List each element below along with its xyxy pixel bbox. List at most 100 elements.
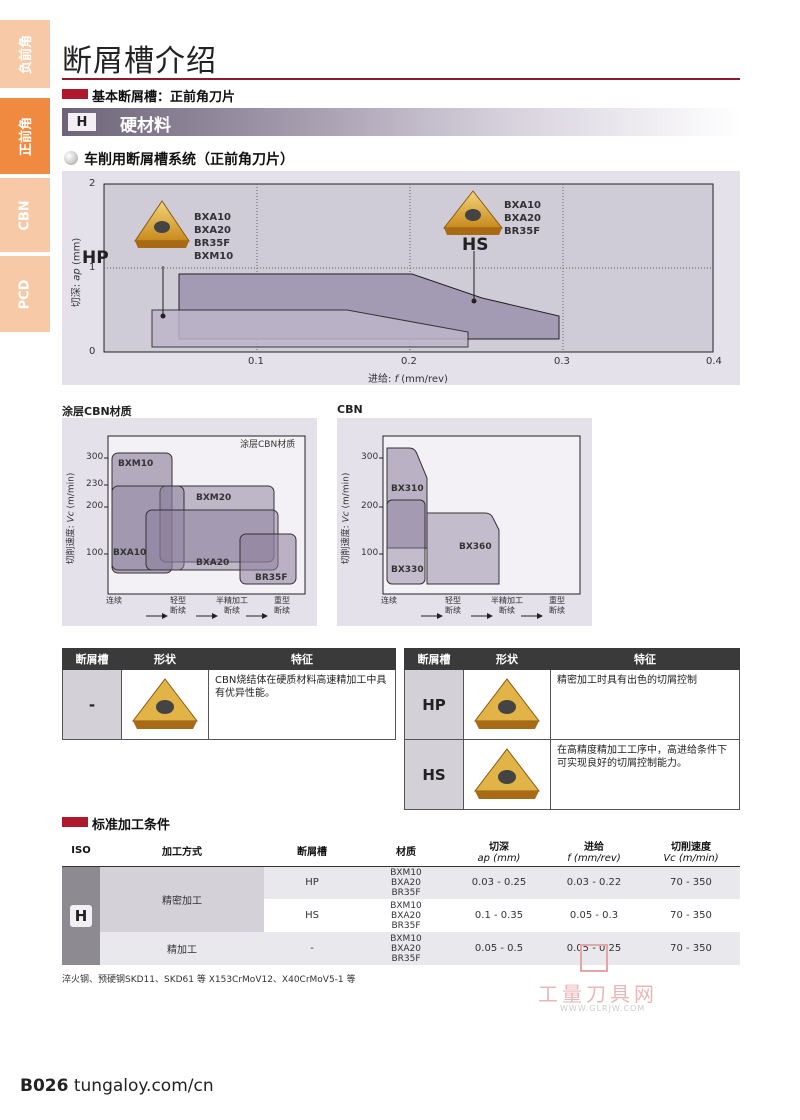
hs-grade-list: BXA10 BXA20 BR35F — [504, 199, 541, 238]
axis-label-unit: (mm) — [71, 237, 83, 269]
section-title: 基本断屑槽：正前角刀片 — [92, 90, 236, 105]
side-tab-pcd[interactable]: PCD — [0, 256, 50, 332]
axis-label-unit: (m/min) — [341, 472, 352, 512]
col-header: 特征 — [550, 648, 740, 670]
x-category-label: 连续 — [106, 596, 122, 605]
iso-cell: H — [62, 866, 100, 965]
x-tick-label: 0.2 — [401, 356, 417, 367]
chart-subtitle: 车削用断屑槽系统（正前角刀片） — [84, 152, 294, 168]
groove-feature-table-left: 断屑槽 形状 特征 - CBN烧结体在硬质材料高速精加工中具有优异性能。 — [62, 648, 396, 740]
col-header: 断屑槽 — [62, 648, 122, 670]
side-tab-positive[interactable]: 正前角 — [0, 98, 50, 174]
y-axis-label: 切削速度: Vc (m/min) — [64, 449, 77, 589]
chart-legend: 涂层CBN材质 — [240, 440, 296, 450]
grade-label: BXA20 — [504, 213, 541, 224]
x-category-label: 半精加工 断续 — [491, 596, 523, 615]
col-header: 材质 — [396, 847, 416, 859]
y-tick-label: 230 — [86, 479, 104, 489]
hp-grade-list: BXA10 BXA20 BR35F BXM10 — [194, 211, 233, 263]
y-tick-label: 100 — [361, 548, 379, 558]
x-axis-label: 进给: f (mm/rev) — [368, 370, 448, 385]
header-text: 切深 — [489, 841, 509, 853]
bx360-region — [426, 512, 500, 585]
side-tab-cbn[interactable]: CBN — [0, 178, 50, 252]
depth-cell: 0.1 - 0.35 — [474, 910, 524, 921]
grade-label: BXM20 — [196, 493, 232, 503]
axis-label-var: f — [394, 374, 399, 385]
col-header: 加工方式 — [162, 847, 202, 859]
br35f-region — [239, 533, 297, 585]
hs-label: HS — [462, 235, 489, 255]
header-unit: ap (mm) — [477, 852, 521, 864]
groove-cell: - — [62, 669, 122, 740]
side-tab-label: 正前角 — [19, 116, 35, 156]
page-title: 断屑槽介绍 — [62, 44, 217, 79]
axis-label-text: 切深: — [71, 280, 83, 308]
header-text: 进给 — [584, 841, 604, 853]
col-header: 断屑槽 — [404, 648, 464, 670]
y-tick-label: 300 — [361, 452, 379, 462]
header-unit: Vc (m/min) — [663, 852, 719, 864]
grade-label: BXA20 — [196, 558, 230, 568]
axis-label-var: Vc — [66, 511, 77, 523]
grade-label: BXA20 — [194, 225, 231, 236]
groove-cell: - — [310, 943, 314, 954]
insert-icon — [131, 678, 199, 729]
insert-shape-cell — [463, 669, 551, 740]
y-tick-label: 0 — [89, 346, 96, 357]
axis-label-text: 进给: — [368, 374, 395, 385]
col-header: 特征 — [208, 648, 396, 670]
y-tick-label: 300 — [86, 452, 104, 462]
col-header: 断屑槽 — [297, 847, 327, 859]
watermark-logo — [580, 944, 608, 972]
material-title: 硬材料 — [120, 116, 171, 136]
col-header: 形状 — [463, 648, 551, 670]
grade-label: BX330 — [391, 565, 424, 575]
site-url[interactable]: tungaloy.com/cn — [73, 1076, 214, 1096]
axis-label-unit: (mm/rev) — [398, 374, 448, 385]
page-number: B026 — [20, 1076, 69, 1096]
feed-cell: 0.03 - 0.22 — [566, 877, 622, 889]
x-category-label: 轻型 断续 — [445, 596, 461, 615]
groove-cell: HS — [404, 739, 464, 810]
grade-cell: BXM10 BXA20 BR35F — [390, 900, 422, 931]
y-tick-label: 100 — [86, 548, 104, 558]
axis-label-text: 切削速度: — [66, 522, 77, 565]
header-unit: f (mm/rev) — [567, 852, 621, 864]
grade-label: BX360 — [459, 542, 492, 552]
coated-chart — [104, 435, 306, 619]
table-row: H 精密加工 HP BXM10 BXA20 BR35F 0.03 - 0.25 … — [62, 866, 740, 965]
feed-cell: 0.05 - 0.3 — [569, 910, 619, 921]
insert-shape-cell — [463, 739, 551, 810]
grade-cell: BXM10 BXA20 BR35F — [390, 933, 422, 964]
y-tick-label: 200 — [86, 501, 104, 511]
grade-label: BX310 — [391, 484, 424, 494]
method-cell: 精加工 — [100, 932, 264, 965]
side-tab-label: PCD — [17, 279, 33, 309]
insert-icon — [473, 748, 541, 799]
side-tab-negative[interactable]: 负前角 — [0, 20, 50, 88]
feature-cell: 在高精度精加工工序中，高进给条件下可实现良好的切屑控制能力。 — [550, 739, 740, 810]
hp-region — [151, 309, 469, 348]
axis-label-var: Vc — [341, 511, 352, 523]
y-tick-label: 1 — [89, 262, 96, 273]
grade-label: BR35F — [194, 238, 231, 249]
x-category-label: 连续 — [381, 596, 397, 605]
title-divider — [62, 78, 740, 80]
cbn-chart — [379, 435, 581, 619]
footnote: 淬火钢、预硬钢SKD11、SKD61 等 X153CrMoV12、X40CrMo… — [62, 975, 356, 985]
col-header: ISO — [71, 845, 91, 857]
grade-label: BXM10 — [118, 459, 154, 469]
side-tab-label: CBN — [17, 199, 33, 231]
x-category-label: 重型 断续 — [274, 596, 290, 615]
groove-feature-table-right: 断屑槽 形状 特征 HP 精密加工时具有出色的切屑控制 HS 在高精度精加工工序… — [404, 648, 740, 810]
grade-cell: BXM10 BXA20 BR35F — [390, 867, 422, 898]
axis-label-text: 切削速度: — [341, 522, 352, 565]
hp-point — [160, 313, 166, 319]
cbn-heading: CBN — [337, 403, 363, 416]
x-category-label: 重型 断续 — [549, 596, 565, 615]
